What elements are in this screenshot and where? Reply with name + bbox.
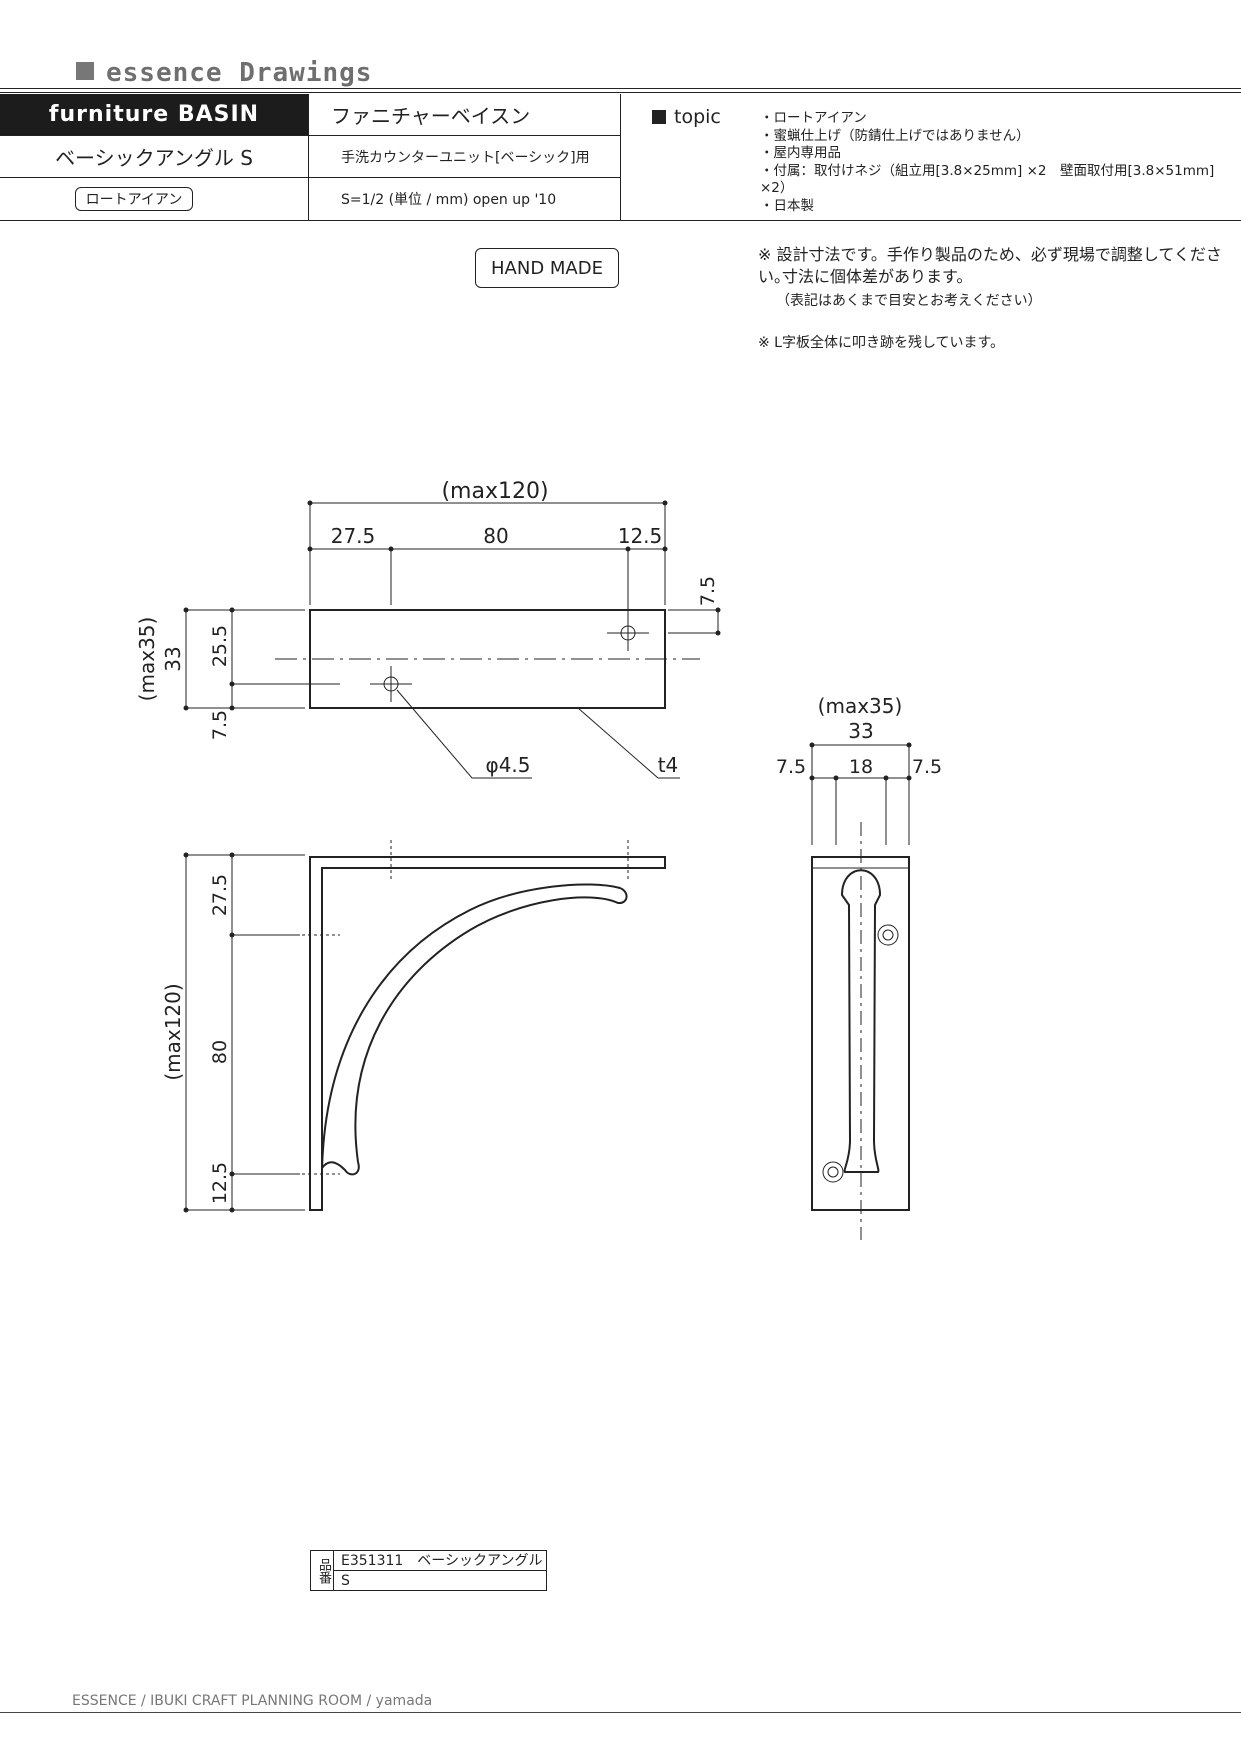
part-label: 品番 — [311, 1551, 334, 1590]
dim-side-s1: 27.5 — [209, 874, 231, 916]
header-rule — [0, 88, 1241, 89]
dim-side-max: (max120) — [161, 983, 185, 1080]
dim-front-b: 18 — [849, 756, 873, 778]
front-brace — [840, 869, 882, 1173]
dim-max-height: (max35) — [135, 617, 159, 702]
topic-item: ・付属：取付けネジ（組立用[3.8×25mm] ×2 壁面取付用[3.8×51m… — [760, 162, 1215, 197]
dim-hole: φ4.5 — [486, 753, 531, 777]
dim-front-w: 33 — [848, 719, 873, 743]
topic-list: ・ロートアイアン ・蜜蝋仕上げ（防錆仕上げではありません） ・屋内専用品 ・付属… — [760, 110, 1241, 215]
dim-height: 33 — [161, 646, 185, 671]
series-jp: ファニチャーベイスン — [309, 94, 621, 136]
curved-brace — [321, 883, 628, 1176]
dim-h2: 7.5 — [209, 710, 231, 740]
part-code: E351311 ベーシックアングルS — [333, 1551, 546, 1589]
brand-square-icon — [76, 62, 94, 80]
dim-front-c: 7.5 — [912, 756, 942, 778]
dim-seg3: 12.5 — [618, 524, 663, 548]
topic-item: ・屋内専用品 — [760, 145, 841, 161]
series-en: furniture BASIN — [0, 94, 309, 136]
topic-item: ・日本製 — [760, 197, 814, 214]
header-rule-2 — [0, 92, 1241, 93]
usage-text: 手洗カウンターユニット[ベーシック]用 — [309, 136, 621, 178]
dim-max-width: (max120) — [441, 479, 548, 504]
material-badge: ロートアイアン — [74, 187, 194, 211]
brand-title: essence Drawings — [106, 58, 373, 88]
topic-title: topic — [674, 106, 721, 128]
topic-item: ・ロートアイアン — [760, 110, 867, 126]
note-2: 寸法に個体差があります。 — [782, 267, 973, 286]
dim-side-s3: 12.5 — [209, 1162, 231, 1204]
note-4: ※ L字板全体に叩き跡を残しています。 — [758, 335, 1005, 351]
material-cell: ロートアイアン — [0, 178, 309, 220]
dim-seg1: 27.5 — [331, 524, 376, 548]
header-table: furniture BASIN ファニチャーベイスン ベーシックアングル S 手… — [0, 94, 1241, 221]
dim-thickness: t4 — [658, 753, 679, 777]
topic-item: ・蜜蝋仕上げ（防錆仕上げではありません） — [760, 127, 1030, 144]
part-number-box: 品番 E351311 ベーシックアングルS — [310, 1550, 547, 1591]
dim-seg2: 80 — [483, 524, 508, 548]
dim-front-max: (max35) — [818, 694, 903, 718]
handmade-badge: HAND MADE — [475, 248, 619, 288]
dim-right: 7.5 — [697, 576, 719, 606]
footer-rule — [0, 1712, 1241, 1713]
footer-text: ESSENCE / IBUKI CRAFT PLANNING ROOM / ya… — [72, 1693, 433, 1709]
dim-side-s2: 80 — [209, 1040, 231, 1064]
dim-h1: 25.5 — [209, 625, 231, 667]
product-name: ベーシックアングル S — [0, 136, 309, 178]
topic-square-icon — [652, 110, 666, 124]
scale-text: S=1/2 (単位 / mm) open up '10 — [309, 178, 621, 220]
dim-front-a: 7.5 — [776, 756, 806, 778]
angle-profile — [309, 856, 666, 1211]
note-1: ※ 設計寸法です。手作り製品のため、必ず現場で調整してください。 — [758, 245, 1222, 286]
note-3: （表記はあくまで目安とお考えください） — [776, 293, 1042, 309]
